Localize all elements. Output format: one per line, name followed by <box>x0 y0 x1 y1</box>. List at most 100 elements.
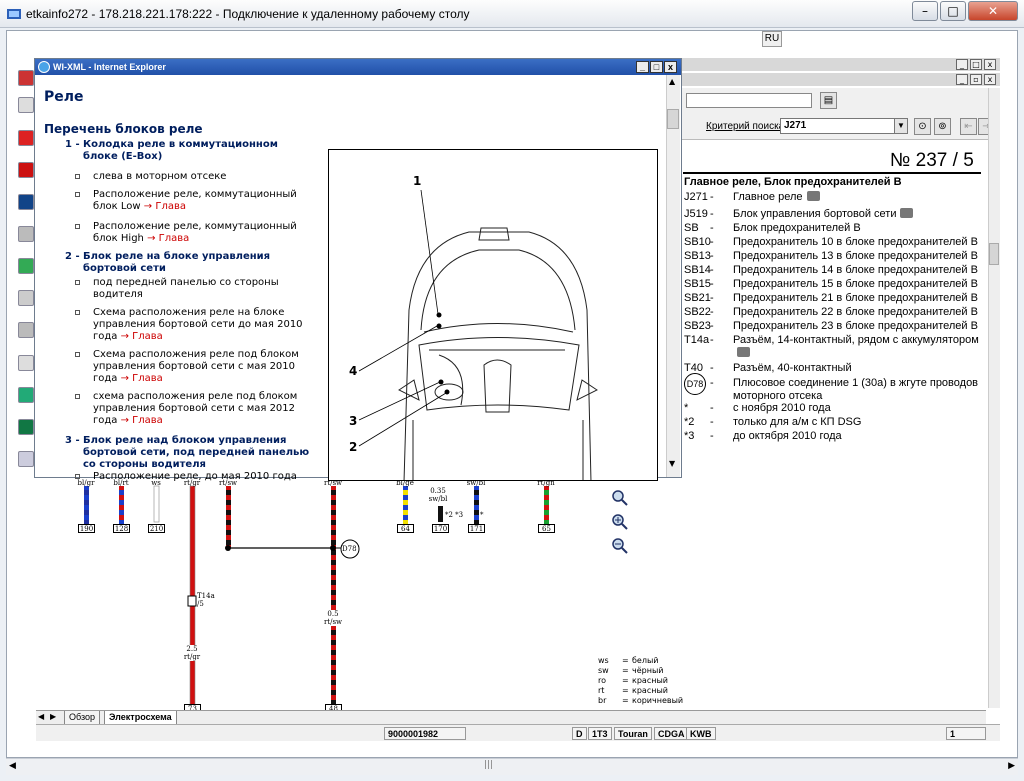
chapter-link[interactable]: → Глава <box>120 373 163 384</box>
app-icon[interactable] <box>18 162 34 178</box>
app-maximize-button[interactable]: □ <box>970 59 982 70</box>
zoom-in-icon[interactable] <box>612 490 628 506</box>
wire-rt-sw-main-stripe <box>331 670 336 675</box>
wire-bl-rt-stripe <box>119 510 124 515</box>
wire-bl-gr-stripe <box>84 510 89 515</box>
app-icon[interactable] <box>18 322 34 338</box>
list-item: схема расположения реле под блоком управ… <box>93 391 315 427</box>
scroll-grip-icon[interactable]: ||| <box>484 760 494 770</box>
section-item: 3 -Блок реле над блоком управления борто… <box>65 435 311 471</box>
maximize-button[interactable]: □ <box>940 1 966 21</box>
app-icon[interactable] <box>18 258 34 274</box>
app-icon[interactable] <box>18 130 34 146</box>
app-icon[interactable] <box>18 419 34 435</box>
zoom-plus-icon[interactable] <box>612 514 628 530</box>
ie-title: WI-XML - Internet Explorer <box>53 62 166 72</box>
wire-terminal-box: 171 <box>468 524 485 533</box>
chapter-link[interactable]: → Глава <box>147 233 190 244</box>
prev-result-icon[interactable]: ⇤ <box>960 118 977 135</box>
ie-scroll-up-icon[interactable]: ▲ <box>669 77 676 86</box>
color-name: красный <box>632 686 668 695</box>
tab-wiring-diagram[interactable]: Электросхема <box>104 711 177 725</box>
wire-gauge-label: 0.5 rt/sw <box>320 610 346 626</box>
language-indicator[interactable]: RU <box>762 31 782 47</box>
app-icon[interactable] <box>18 194 34 210</box>
app-icon[interactable] <box>18 387 34 403</box>
status-gear: KWB <box>686 727 716 740</box>
search-criteria-select[interactable]: J271▼ <box>780 118 908 134</box>
node-d78 <box>340 539 360 559</box>
footnote-mark: *2 *3 <box>445 511 464 519</box>
chapter-link[interactable]: → Глава <box>120 415 163 426</box>
wire-rt-sw-main-stripe <box>331 700 336 705</box>
camera-icon[interactable] <box>900 208 914 218</box>
app-minimize-button[interactable]: _ <box>956 59 968 70</box>
list-item: под передней панелью со стороны водителя <box>93 277 315 301</box>
list-item-text: Схема расположения реле на блоке управле… <box>93 307 303 342</box>
chapter-link[interactable]: → Глава <box>143 201 186 212</box>
tab-scroll-right-icon[interactable]: ▶ <box>50 712 57 721</box>
legend-code: SB22 <box>684 306 711 318</box>
sheet-tabs: ◀ ▶ Обзор Электросхема <box>36 710 986 725</box>
rdp-icon <box>7 9 21 19</box>
legend-text: до октября 2010 года <box>733 430 842 442</box>
minimize-button[interactable]: – <box>912 1 938 21</box>
wire-label: bl/rt <box>113 479 129 487</box>
legend-dash: - <box>710 264 714 276</box>
legend-desc: Разъём, 14-контактный, рядом с аккумулят… <box>733 334 981 360</box>
app-close-button[interactable]: x <box>984 59 996 70</box>
ie-vertical-scrollbar[interactable] <box>666 75 680 477</box>
camera-icon[interactable] <box>806 191 820 201</box>
legend-dash: - <box>710 222 714 234</box>
legend-text: Блок управления бортовой сети <box>733 208 897 220</box>
app-icon[interactable] <box>18 451 34 467</box>
ie-minimize-button[interactable]: _ <box>636 61 649 73</box>
scroll-right-icon[interactable]: ▶ <box>1008 761 1015 771</box>
app-icon[interactable] <box>18 355 34 371</box>
app-icon[interactable] <box>18 97 34 113</box>
legend-code: SB10 <box>684 236 711 248</box>
legend-desc: Предохранитель 14 в блоке предохранителе… <box>733 264 981 277</box>
wire-label: bl/gr <box>77 479 95 487</box>
chapter-link[interactable]: → Глава <box>120 331 163 342</box>
wire-terminal-box: 190 <box>78 524 95 533</box>
scroll-left-icon[interactable]: ◀ <box>9 761 16 771</box>
wire-sw-bl-stripe <box>474 510 479 515</box>
camera-icon[interactable] <box>737 347 750 357</box>
zoom-out-icon[interactable] <box>612 538 628 554</box>
doc-restore-button[interactable]: ▫ <box>970 74 982 85</box>
clipboard-icon[interactable]: ▤ <box>820 92 837 109</box>
doc-close-button[interactable]: x <box>984 74 996 85</box>
junction-dot <box>225 545 231 551</box>
app-icon[interactable] <box>18 70 34 86</box>
doc-minimize-button[interactable]: _ <box>956 74 968 85</box>
ie-close-button[interactable]: x <box>664 61 677 73</box>
legend-desc: Предохранитель 10 в блоке предохранителе… <box>733 236 981 249</box>
bullet-icon <box>75 352 80 357</box>
vertical-scrollbar[interactable] <box>988 88 1000 708</box>
ie-scrollbar-thumb[interactable] <box>667 109 679 129</box>
tab-scroll-left-icon[interactable]: ◀ <box>38 712 45 721</box>
text-field[interactable] <box>686 93 812 108</box>
wire-sw-bl-stripe <box>474 500 479 505</box>
close-button[interactable]: ✕ <box>968 1 1018 21</box>
chevron-down-icon[interactable]: ▼ <box>894 119 907 133</box>
section-item: 1 -Колодка реле в коммутационном блоке (… <box>65 139 311 163</box>
wire-rt-gn-stripe <box>544 500 549 505</box>
binoculars-icon[interactable]: ⊙ <box>914 118 931 135</box>
rdp-horizontal-scrollbar[interactable]: ◀ ▶ ||| <box>6 758 1018 775</box>
legend-desc: до октября 2010 года <box>733 430 981 443</box>
tab-overview[interactable]: Обзор <box>64 711 100 725</box>
scrollbar-thumb[interactable] <box>989 243 999 265</box>
wire-label: rt/gr <box>183 479 201 487</box>
binoculars-next-icon[interactable]: ⊚ <box>934 118 951 135</box>
doc-title-bar: _ ▫ x <box>682 73 1000 86</box>
ie-scroll-down-icon[interactable]: ▼ <box>669 459 676 468</box>
wire-rt-sw-main-stripe <box>331 500 336 505</box>
wire-rt-sw-main <box>331 486 336 710</box>
app-icon[interactable] <box>18 226 34 242</box>
wire-rt-sw-main-stripe <box>331 690 336 695</box>
app-icon[interactable] <box>18 290 34 306</box>
wire-terminal-box: 64 <box>397 524 414 533</box>
ie-maximize-button[interactable]: □ <box>650 61 663 73</box>
